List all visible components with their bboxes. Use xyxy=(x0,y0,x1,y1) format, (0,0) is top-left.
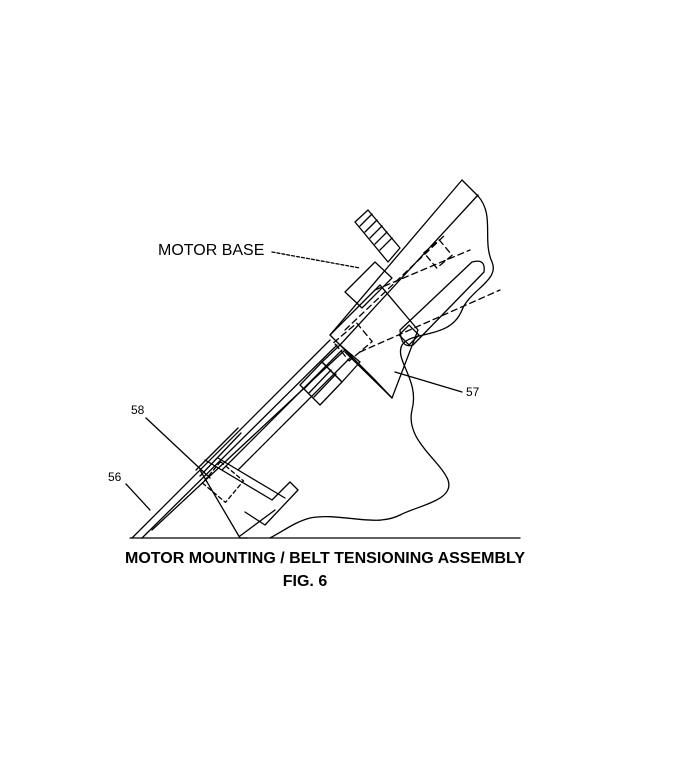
support-rails xyxy=(131,339,346,539)
ref-57-label: 57 xyxy=(466,385,480,399)
ref-58-label: 58 xyxy=(131,403,145,417)
motor-base-label: MOTOR BASE xyxy=(158,242,265,259)
hidden-slot xyxy=(333,234,501,362)
ref-56-label: 56 xyxy=(108,470,122,484)
motor-base-plate xyxy=(329,179,479,399)
figure-number: FIG. 6 xyxy=(282,573,328,590)
break-line xyxy=(269,195,494,539)
figure-caption-title: MOTOR MOUNTING / BELT TENSIONING ASSEMBL… xyxy=(124,550,525,567)
elongated-slot xyxy=(398,260,485,347)
adjuster-rod xyxy=(221,344,361,471)
leader-lines xyxy=(125,251,463,511)
top-bolt xyxy=(354,209,401,263)
lower-bracket xyxy=(199,457,299,539)
